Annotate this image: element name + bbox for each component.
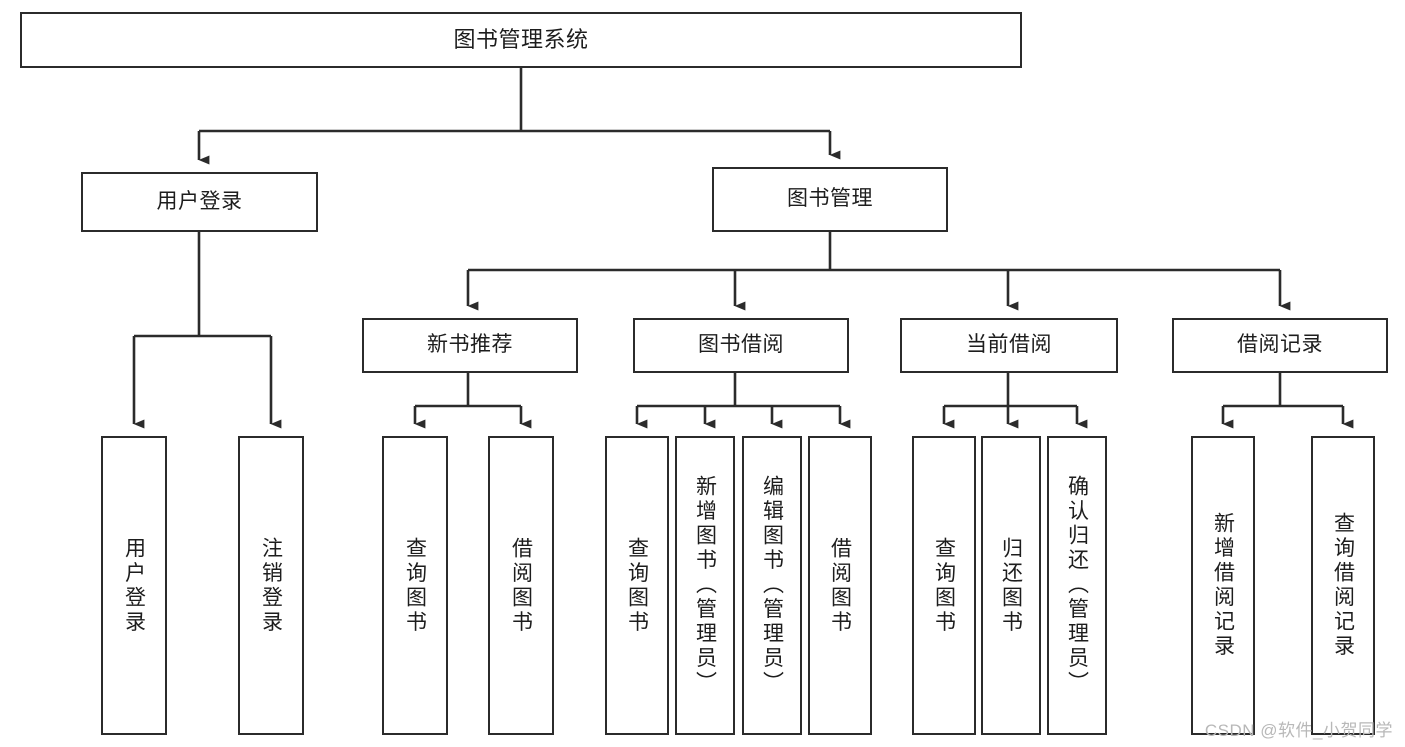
node-leaf-edit-book-admin[interactable]: 编辑图书（管理员）	[742, 436, 802, 735]
node-new-book-recommend[interactable]: 新书推荐	[362, 318, 578, 373]
node-book-borrow[interactable]: 图书借阅	[633, 318, 849, 373]
node-leaf-query-book-2[interactable]: 查询图书	[605, 436, 669, 735]
node-leaf-borrow-book-1[interactable]: 借阅图书	[488, 436, 554, 735]
node-label: 借阅图书	[509, 536, 533, 635]
node-label: 新增借阅记录	[1211, 512, 1235, 659]
node-label: 编辑图书（管理员）	[760, 475, 784, 696]
node-label: 图书管理	[787, 187, 873, 211]
node-book-management[interactable]: 图书管理	[712, 167, 948, 232]
node-label: 新增图书（管理员）	[693, 475, 717, 696]
node-label: 注销登录	[259, 536, 283, 635]
node-borrow-record[interactable]: 借阅记录	[1172, 318, 1388, 373]
node-leaf-return-book[interactable]: 归还图书	[981, 436, 1041, 735]
watermark-csdn: CSDN @软件_小贺同学	[1204, 721, 1393, 740]
node-label: 当前借阅	[966, 333, 1052, 357]
node-leaf-add-book-admin[interactable]: 新增图书（管理员）	[675, 436, 735, 735]
node-label: 用户登录	[122, 536, 146, 635]
node-user-login[interactable]: 用户登录	[81, 172, 318, 232]
node-label: 新书推荐	[427, 333, 513, 357]
node-label: 查询图书	[932, 536, 956, 635]
node-label: 查询图书	[625, 536, 649, 635]
node-leaf-user-login[interactable]: 用户登录	[101, 436, 167, 735]
node-leaf-add-borrow-record[interactable]: 新增借阅记录	[1191, 436, 1255, 735]
node-label: 确认归还（管理员）	[1065, 475, 1089, 696]
node-root-book-management-system[interactable]: 图书管理系统	[20, 12, 1022, 68]
node-label: 借阅图书	[828, 536, 852, 635]
node-label: 图书管理系统	[453, 27, 589, 53]
node-label: 查询借阅记录	[1331, 512, 1355, 659]
node-label: 归还图书	[999, 536, 1023, 635]
node-label: 查询图书	[403, 536, 427, 635]
node-label: 图书借阅	[698, 333, 784, 357]
node-leaf-query-book-3[interactable]: 查询图书	[912, 436, 976, 735]
node-label: 用户登录	[156, 189, 243, 213]
node-leaf-query-book-1[interactable]: 查询图书	[382, 436, 448, 735]
node-leaf-logout-login[interactable]: 注销登录	[238, 436, 304, 735]
node-label: 借阅记录	[1237, 333, 1323, 357]
node-leaf-query-borrow-record[interactable]: 查询借阅记录	[1311, 436, 1375, 735]
node-leaf-confirm-return-admin[interactable]: 确认归还（管理员）	[1047, 436, 1107, 735]
node-leaf-borrow-book-2[interactable]: 借阅图书	[808, 436, 872, 735]
node-current-borrow[interactable]: 当前借阅	[900, 318, 1118, 373]
